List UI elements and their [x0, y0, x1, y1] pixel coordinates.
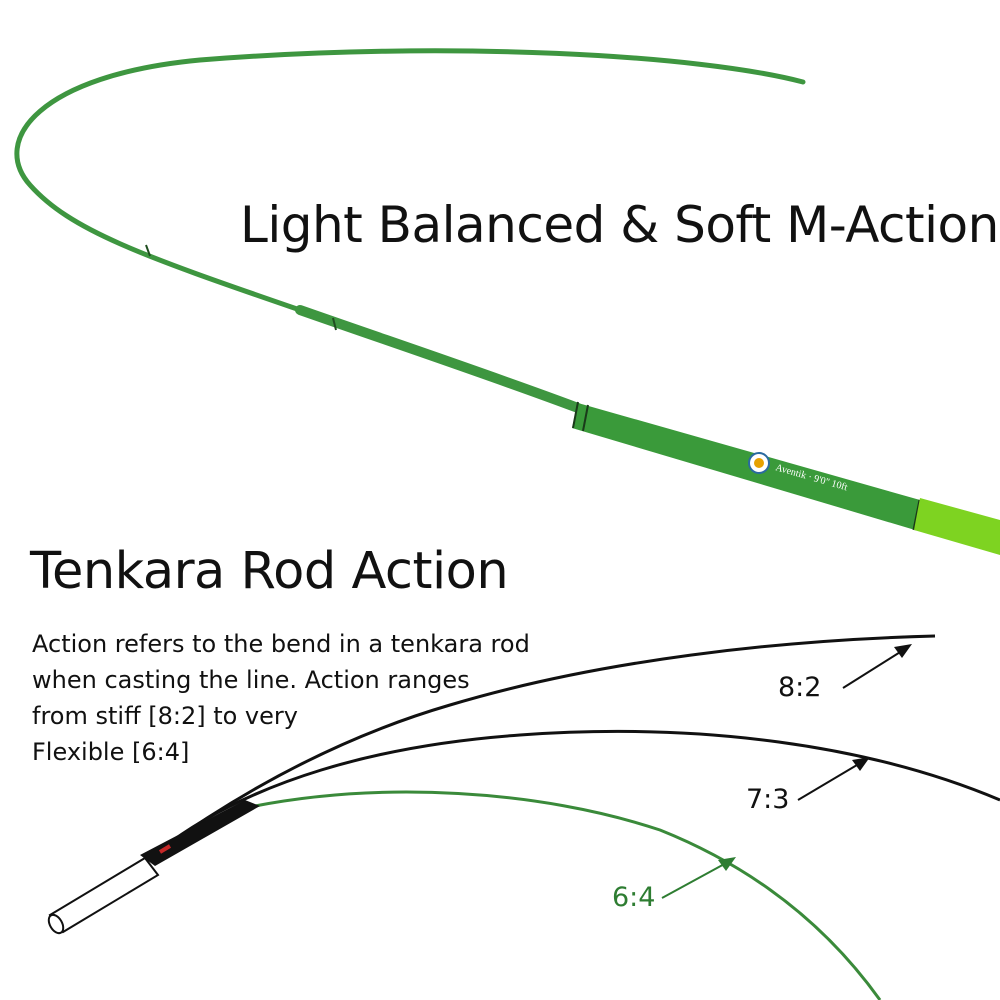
rod-joint-3	[572, 401, 579, 429]
action-description: Action refers to the bend in a tenkara r…	[32, 626, 532, 770]
action-diagram	[47, 634, 1000, 1000]
description-line: from stiff [8:2] to very	[32, 702, 298, 730]
rod-joint-2	[332, 317, 337, 331]
arrow-6-4	[661, 861, 729, 899]
grip-end	[47, 913, 65, 935]
arrow-8-2	[842, 648, 906, 689]
curve-6-4	[244, 790, 882, 1000]
brand-logo-icon	[748, 452, 770, 474]
description-line: when casting the line. Action ranges	[32, 666, 470, 694]
description-line: Flexible [6:4]	[32, 738, 190, 766]
grip-handle	[48, 856, 160, 934]
rod-butt-section	[572, 403, 920, 530]
curve-8-2	[159, 634, 936, 852]
rod-handle-drawing	[140, 800, 260, 866]
rod-joint-4	[582, 404, 589, 432]
arrowhead-7-3	[852, 757, 870, 771]
section-title: Tenkara Rod Action	[30, 542, 509, 601]
rod-tip-curve	[14, 48, 806, 313]
arrow-7-3	[797, 761, 863, 801]
rod-joint-1	[145, 244, 151, 257]
label-6-4: 6:4	[612, 882, 656, 913]
arrowhead-6-4	[718, 857, 736, 871]
rod-mid-section	[295, 305, 583, 413]
label-8-2: 8:2	[778, 672, 822, 703]
description-line: Action refers to the bend in a tenkara r…	[32, 630, 530, 658]
headline: Light Balanced & Soft M-Action	[240, 196, 999, 254]
label-7-3: 7:3	[746, 784, 790, 815]
curve-7-3	[159, 729, 1000, 852]
rod-handle	[914, 498, 1000, 555]
handle-red-mark	[158, 844, 172, 854]
arrowhead-8-2	[894, 644, 912, 658]
